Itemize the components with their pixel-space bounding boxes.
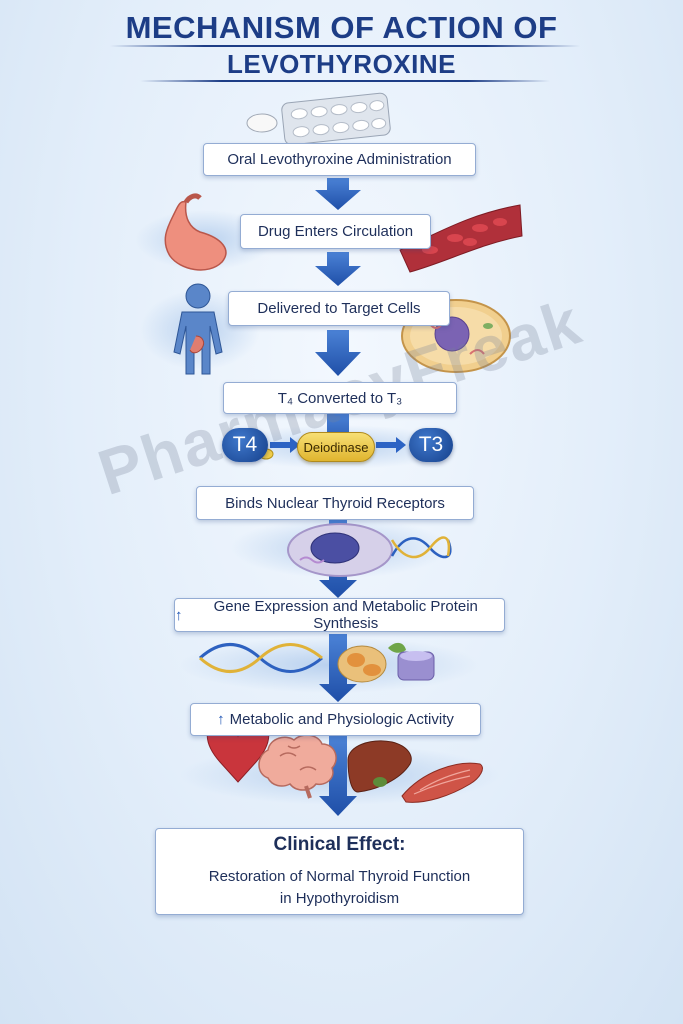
human-body-icon — [173, 283, 223, 375]
stomach-icon — [164, 193, 227, 271]
pill-blister-icon — [246, 92, 391, 146]
step-label: Binds Nuclear Thyroid Receptors — [225, 494, 445, 512]
t3-hormone: T3 — [409, 428, 453, 462]
clinical-effect-line-1: Restoration of Normal Thyroid Function — [208, 867, 471, 885]
muscle-icon — [401, 762, 483, 803]
brain-icon — [258, 734, 337, 799]
t4-hormone: T4 — [222, 428, 268, 462]
step-metabolic-activity: ↑Metabolic and Physiologic Activity — [190, 703, 481, 736]
title-line-1: MECHANISM OF ACTION OF — [125, 10, 558, 45]
step-enters-circulation: Drug Enters Circulation — [240, 214, 431, 249]
nucleus-cell-icon — [287, 523, 393, 577]
step-label: Oral Levothyroxine Administration — [227, 151, 452, 168]
dna-icon — [390, 536, 452, 559]
step-label: Gene Expression and Metabolic Protein Sy… — [213, 598, 478, 632]
clinical-effect-box: Clinical Effect: Restoration of Normal T… — [155, 828, 524, 915]
step-t4-to-t3: T₄ Converted to T₃ — [223, 382, 457, 414]
up-arrow-icon: ↑ — [175, 606, 183, 624]
step-label: Drug Enters Circulation — [257, 223, 414, 240]
dna-strand-icon — [198, 643, 323, 673]
step-oral-administration: Oral Levothyroxine Administration — [203, 143, 476, 176]
title-line-2: LEVOTHYROXINE — [227, 49, 456, 79]
step-target-cells: Delivered to Target Cells — [228, 291, 450, 326]
title-rule-top — [110, 45, 580, 47]
up-arrow-icon: ↑ — [217, 711, 225, 728]
protein-icon — [337, 642, 435, 683]
step-label: Metabolic and Physiologic Activity — [229, 711, 454, 728]
step-label: Delivered to Target Cells — [257, 300, 421, 317]
liver-icon — [347, 740, 412, 793]
step-label: T₄ Converted to T₃ — [277, 389, 403, 407]
clinical-effect-heading: Clinical Effect: — [273, 833, 406, 855]
step-gene-expression: ↑ Gene Expression and Metabolic Protein S… — [174, 598, 505, 632]
deiodinase-enzyme: Deiodinase — [297, 432, 375, 462]
step-nuclear-receptors: Binds Nuclear Thyroid Receptors — [196, 486, 474, 520]
clinical-effect-line-2: in Hypothyroidism — [279, 889, 400, 907]
title-rule-bottom — [140, 80, 550, 82]
